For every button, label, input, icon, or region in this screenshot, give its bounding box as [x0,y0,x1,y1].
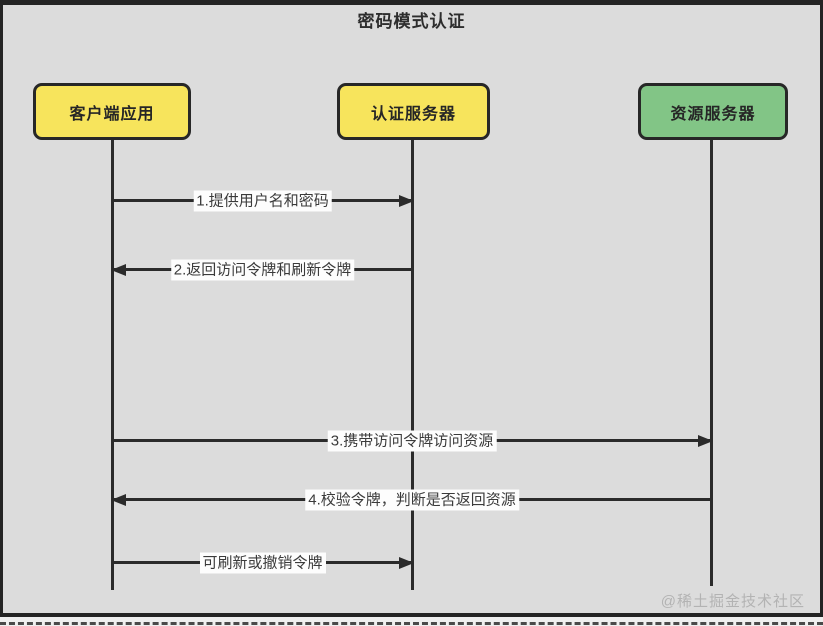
diagram-title: 密码模式认证 [357,12,466,31]
arrowhead-left-icon [111,263,126,276]
actor-auth-server: 认证服务器 [337,83,490,140]
arrowhead-left-icon [111,493,126,506]
actor-client-app-label: 客户端应用 [69,105,155,123]
message-label: 1.提供用户名和密码 [193,190,332,211]
message-2-return-tokens: 2.返回访问令牌和刷新令牌 [111,259,413,280]
arrowhead-right-icon [399,556,414,569]
message-label: 3.携带访问令牌访问资源 [327,430,497,451]
message-3-access-resource-with-token: 3.携带访问令牌访问资源 [112,430,713,451]
message-label: 4.校验令牌，判断是否返回资源 [305,489,519,510]
arrowhead-right-icon [698,434,713,447]
actor-auth-server-label: 认证服务器 [370,105,456,123]
actor-client-app: 客户端应用 [33,83,191,140]
message-4-validate-token: 4.校验令牌，判断是否返回资源 [111,489,712,510]
actor-resource-server-label: 资源服务器 [670,105,756,123]
lifeline-client-app [111,140,114,590]
message-label: 可刷新或撤销令牌 [199,552,326,573]
message-5-refresh-or-revoke-token: 可刷新或撤销令牌 [112,552,414,573]
bottom-dashed-edge [0,622,823,625]
message-label: 2.返回访问令牌和刷新令牌 [170,259,355,280]
lifeline-auth-server [411,140,414,590]
actor-resource-server: 资源服务器 [638,83,788,140]
lifeline-resource-server [710,140,713,586]
arrowhead-right-icon [399,194,414,207]
message-1-provide-credentials: 1.提供用户名和密码 [112,190,414,211]
watermark: @稀土掘金技术社区 [660,593,805,610]
